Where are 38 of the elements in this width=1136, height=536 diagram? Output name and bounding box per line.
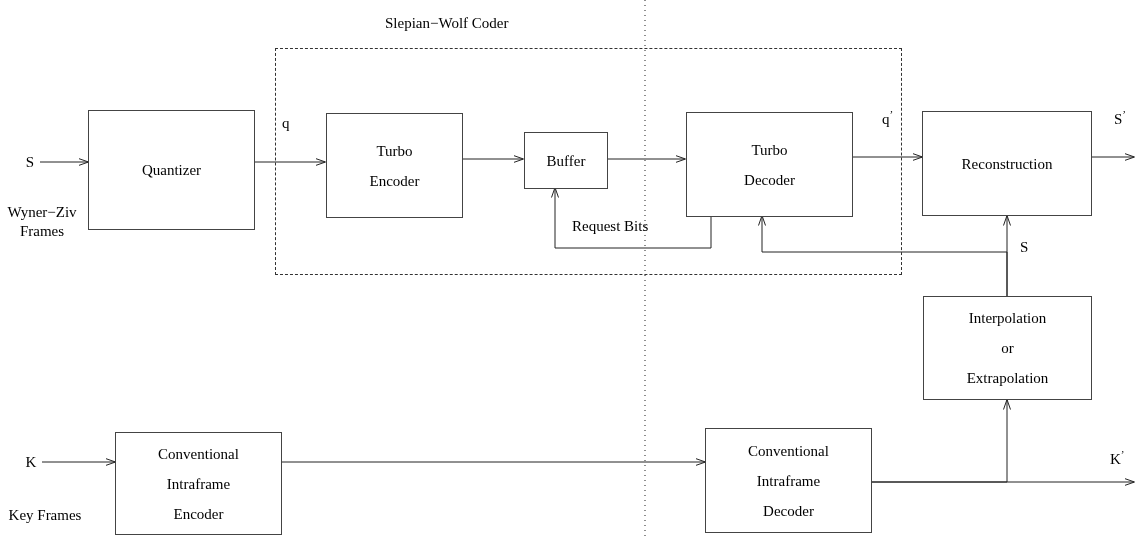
signal-label: S [20,150,40,174]
process-box [326,113,463,218]
edge-label: q [281,114,291,133]
edge-label: Request Bits [571,217,650,236]
arrow [606,155,686,163]
arrow [871,399,1011,483]
signal-label: K [20,450,42,474]
input-caption: Wyner−Ziv Frames [6,203,78,241]
edge-label: K$^{’}$ [1109,448,1126,469]
box-label: Interpolation or Extrapolation [965,309,1050,388]
arrow [41,458,116,466]
arrow [551,187,712,249]
input-caption: Key Frames [7,506,83,525]
edge-label: q$^{’}$ [881,108,895,129]
box-label: Quantizer [141,161,202,180]
box-label: Reconstruction [961,154,1053,174]
process-box [705,428,872,533]
process-box [686,112,853,217]
edge-label: S$^{’}$ [1113,108,1128,129]
process-box [923,296,1092,400]
arrow [281,458,706,466]
arrow [39,158,89,166]
edge-label: S [1019,238,1030,257]
process-box [115,432,282,535]
box-label: Turbo Encoder [368,141,421,191]
process-box [524,132,608,189]
box-label: Turbo Decoder [743,140,796,190]
process-box [922,111,1092,216]
arrow [851,153,923,161]
arrow [461,155,524,163]
process-box [88,110,255,230]
group-heading: Slepian−Wolf Coder [385,14,509,33]
box-label: Conventional Intraframe Decoder [747,441,830,521]
arrow [758,215,1008,297]
arrow [1091,153,1135,161]
arrow [254,158,326,166]
box-label: Conventional Intraframe Encoder [157,444,240,524]
box-label: Buffer [546,151,586,171]
